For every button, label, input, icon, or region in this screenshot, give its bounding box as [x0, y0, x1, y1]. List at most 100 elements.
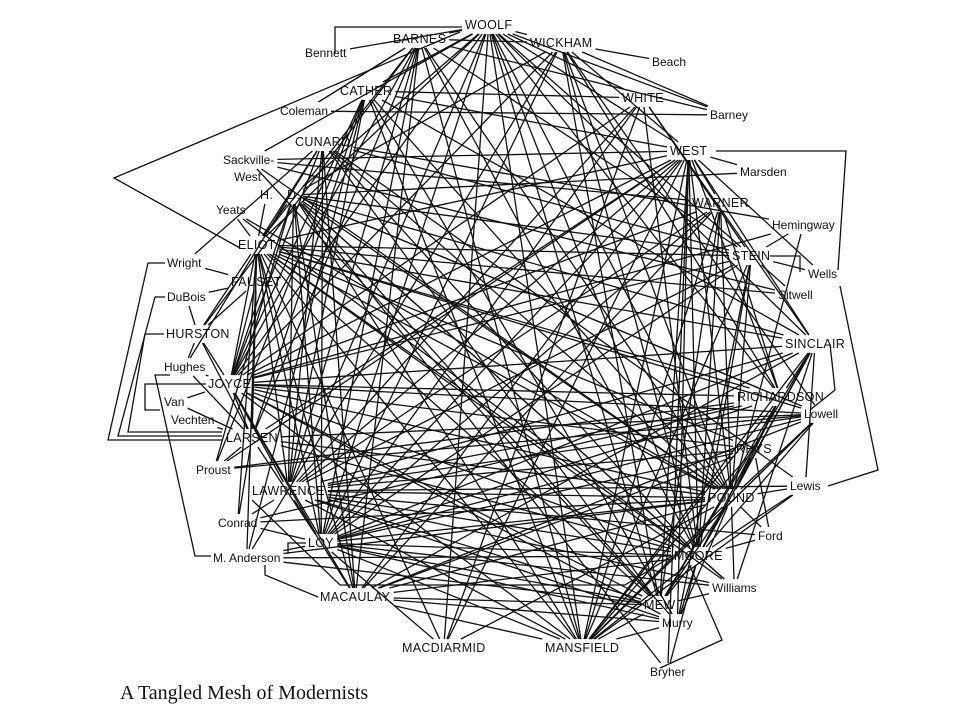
- edge-joyce-murry: [246, 392, 661, 615]
- edge-cunard-pound: [332, 150, 722, 490]
- edge-hughes-larsen: [192, 375, 244, 430]
- edge-lawrence-ford: [327, 494, 756, 536]
- edge-wickham-manderson: [251, 51, 557, 550]
- edge-joyce-mew: [246, 392, 643, 597]
- edge-sinclair-lawrence: [320, 352, 783, 483]
- edge-moore-macaulay: [393, 558, 672, 594]
- edge-fauset-larsen: [251, 290, 257, 430]
- edge-west-joyce: [247, 159, 672, 376]
- edge-hughes-joyce: [205, 374, 209, 377]
- edge-eliot-richardson: [278, 250, 750, 389]
- node-label-mew: MEW: [644, 598, 675, 612]
- node-label-yeats: Yeats: [216, 203, 246, 217]
- edge-stein-moore: [699, 264, 751, 548]
- edge-cather-manderson: [248, 99, 365, 550]
- edge-cunard-stein: [353, 149, 730, 251]
- edge-woolf-mew: [490, 33, 658, 597]
- edge-barnes-lawrence: [290, 47, 418, 483]
- edge-richardson-mew: [664, 405, 776, 597]
- edge-fauset-wright: [204, 267, 229, 276]
- edge-van-larsen: [187, 407, 233, 430]
- node-label-bryher: Bryher: [650, 665, 685, 679]
- bennett-woolf-bracket: [334, 26, 462, 53]
- node-label-van: Van: [164, 395, 184, 409]
- edge-lawrence-conrad: [251, 499, 275, 515]
- sinclair-lowell-bracket: [809, 343, 836, 411]
- edge-eliot-hurston: [203, 253, 252, 326]
- edge-sinclair-loy: [337, 352, 793, 538]
- node-label-mansfield: MANSFIELD: [545, 641, 619, 655]
- edge-lowell-lawrence: [327, 416, 802, 486]
- edge-cunard-lawrence: [288, 150, 323, 483]
- edge-moore-manderson: [283, 555, 672, 559]
- edge-eliot-manderson: [246, 253, 258, 550]
- edge-sinclair-lewis: [805, 352, 816, 478]
- edge-wickham-joyce: [237, 51, 553, 376]
- edge-hdd-joyce: [231, 203, 292, 376]
- edge-rhys-moore: [702, 457, 750, 548]
- edge-fauset-hurston: [207, 290, 247, 326]
- edge-lawrence-lewis: [327, 485, 788, 492]
- edge-woolf-eliot: [265, 33, 480, 237]
- edge-stein-joyce: [254, 260, 730, 379]
- node-label-eliot: ELIOT: [238, 238, 276, 252]
- edge-coleman-barnes: [318, 47, 406, 103]
- edge-sackville-warner: [277, 161, 690, 201]
- node-label-west: WEST: [670, 144, 707, 158]
- edge-woolf-wickham: [515, 30, 528, 36]
- node-label-sinclair: SINCLAIR: [785, 337, 845, 351]
- node-label-rhys: RHYS: [736, 442, 772, 456]
- edge-yeats-eliot: [236, 218, 251, 237]
- node-label-ford: Ford: [758, 529, 783, 543]
- node-label-williams: Williams: [712, 581, 757, 595]
- node-label-barney: Barney: [710, 108, 748, 122]
- node-label-white: WHITE: [622, 91, 664, 105]
- node-label-sackville: Sackville-: [223, 153, 274, 167]
- edge-moore-ford: [725, 539, 756, 550]
- edge-woolf-hdd: [302, 33, 479, 188]
- node-label-murry: Murry: [662, 616, 693, 630]
- node-label-fauset: FAUSET: [231, 275, 281, 289]
- node-label-pound: POUND: [708, 491, 755, 505]
- edge-barnes-pound: [425, 47, 726, 490]
- edge-eliot-loy: [258, 253, 320, 535]
- edge-loy-murry: [337, 545, 660, 620]
- edge-hemingway-pound: [733, 233, 802, 490]
- edge-barnes-joyce: [234, 47, 416, 376]
- edge-eliot-conrad: [237, 253, 257, 515]
- edge-west-sackville: [277, 150, 668, 161]
- edge-dubois-hurston: [188, 305, 196, 326]
- dubois-larsen-bracket: [117, 296, 222, 437]
- edge-sackville-sitwell: [277, 166, 776, 291]
- node-label-beach: Beach: [652, 55, 686, 69]
- edge-barnes-barney: [449, 45, 708, 111]
- edge-mansfield-lowell: [590, 422, 813, 640]
- edge-west-moore: [688, 159, 699, 548]
- edge-white-loy: [327, 106, 637, 535]
- edge-loy-conrad: [260, 527, 306, 540]
- node-label-dubois: DuBois: [167, 290, 206, 304]
- edge-eliot-lawrence: [257, 253, 288, 483]
- sackville-wedge: [112, 31, 461, 249]
- edge-fauset-joyce: [231, 290, 255, 376]
- edge-moore-bryher: [669, 564, 697, 664]
- node-label-hemingway: Hemingway: [772, 218, 835, 232]
- edge-joyce-larsen: [232, 392, 249, 430]
- sinclair-lewis-bracket: [827, 285, 879, 487]
- wright-larsen-bracket: [107, 262, 222, 441]
- edge-larsen-pound: [280, 440, 706, 496]
- edge-loy-mansfield: [337, 548, 561, 640]
- edge-wickham-west: [571, 51, 679, 143]
- edge-pound-moore: [702, 506, 727, 548]
- edge-woolf-moore: [491, 33, 696, 548]
- edge-joyce-lowell: [254, 384, 802, 414]
- node-label-wright: Wright: [167, 256, 202, 270]
- node-label-lowell: Lowell: [804, 407, 838, 421]
- edge-eliot-moore: [269, 253, 686, 548]
- edge-barnes-eliot: [263, 47, 414, 237]
- edge-lowell-proust: [234, 415, 802, 469]
- edge-stein-mansfield: [585, 264, 748, 640]
- edge-barnes-moore: [423, 47, 695, 548]
- edge-sinclair-mansfield: [588, 352, 809, 640]
